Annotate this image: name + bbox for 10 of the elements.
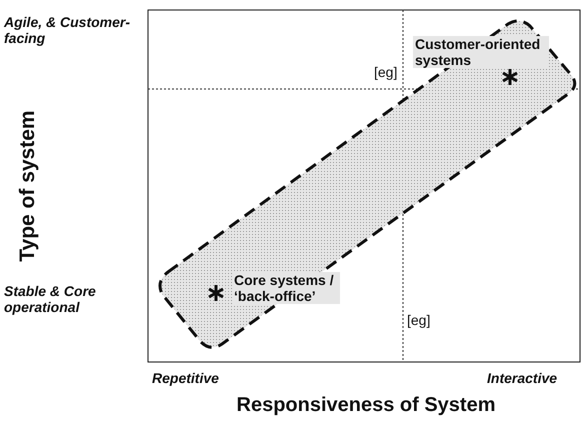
region-label: Core systems / ‘back-office’ [232, 272, 340, 304]
axis-tick-label: Agile, & Customer-facing [4, 14, 132, 46]
region-label: Customer-oriented systems [413, 36, 549, 68]
axis-tick-label: Repetitive [152, 370, 219, 386]
axis-title: Type of system [16, 109, 40, 264]
axis-tick-label: Interactive [487, 370, 558, 386]
example-label: [eg] [374, 64, 398, 80]
example-label: [eg] [407, 312, 430, 328]
axis-title: Responsiveness of System [236, 394, 496, 417]
axis-tick-label: Stable & Core operational [4, 283, 97, 316]
